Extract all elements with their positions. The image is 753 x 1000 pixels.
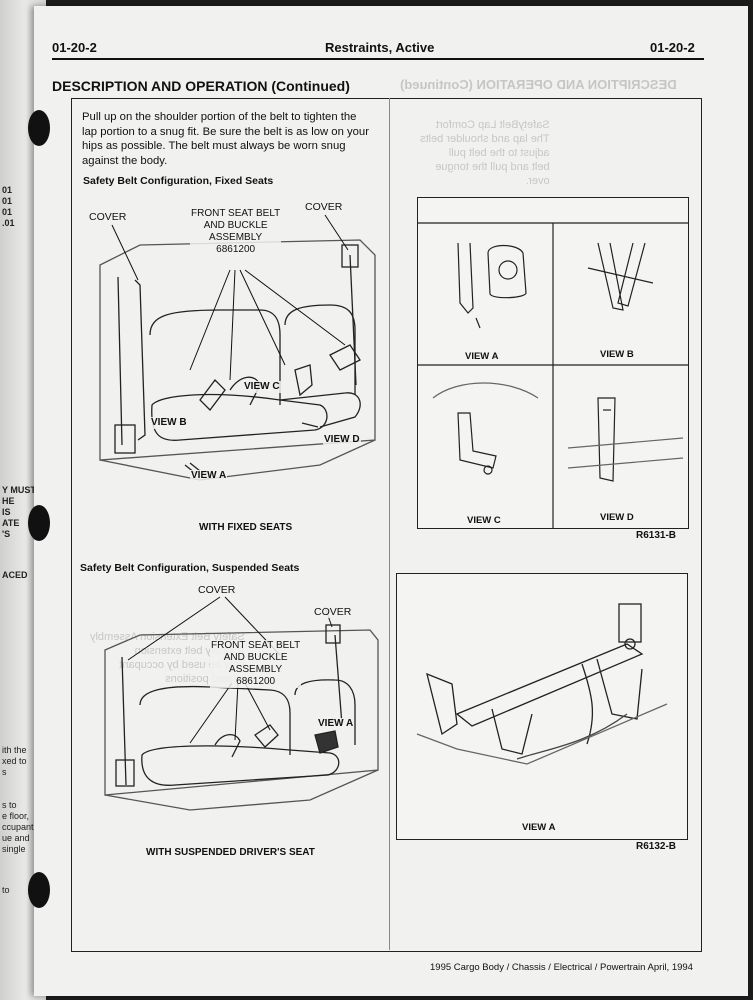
callout-view-a-suspended: VIEW A [317,718,355,730]
header-title: Restraints, Active [325,40,435,55]
view-c-caption: VIEW C [467,515,501,526]
suspended-seats-illustration [104,596,379,811]
callout-view-c: VIEW C [243,381,281,393]
content-frame [71,98,702,952]
adjacent-page-text: s to e floor, ccupant ue and single [2,800,34,854]
callout-cover-left: COVER [88,211,128,223]
binder-hole [28,872,50,908]
view-a-detail-caption: VIEW A [522,822,556,833]
callout-belt-assembly: FRONT SEAT BELT AND BUCKLE ASSEMBLY 6861… [190,208,282,256]
detail-views-drawing [418,222,688,528]
callout-belt-assembly-suspended: FRONT SEAT BELT AND BUCKLE ASSEMBLY 6861… [210,640,302,688]
callout-cover-right: COVER [304,201,344,213]
binder-hole [28,110,50,146]
page-footer: 1995 Cargo Body / Chassis / Electrical /… [430,962,693,973]
intro-paragraph: Pull up on the shoulder portion of the b… [82,111,369,167]
binder-hole [28,505,50,541]
callout-cover-top: COVER [197,584,237,596]
header-section-code: 01-20-2 [52,40,97,55]
figure-reference-r6131: R6131-B [636,530,677,541]
callout-cover-right-suspended: COVER [313,606,353,618]
figure-reference-r6132: R6132-B [636,841,677,852]
bleed-through-text: DESCRIPTION AND OPERATION (Continued) [400,77,677,92]
adjacent-page-text: to [2,885,10,895]
figure-subcaption-fixed: WITH FIXED SEATS [199,522,293,533]
figure-caption-suspended-seats: Safety Belt Configuration, Suspended Sea… [80,562,300,574]
header-rule [52,58,704,60]
view-a-caption: VIEW A [465,351,499,362]
view-b-caption: VIEW B [600,349,634,360]
callout-view-b: VIEW B [150,417,188,429]
adjacent-page-text: 01 01 01 .01 [2,185,15,228]
fixed-seats-illustration [99,214,376,481]
section-title: DESCRIPTION AND OPERATION (Continued) [52,78,350,94]
column-divider [389,98,390,950]
view-a-drawing [416,603,668,765]
header-section-code-right: 01-20-2 [650,40,695,55]
figure-subcaption-suspended: WITH SUSPENDED DRIVER'S SEAT [146,847,315,858]
adjacent-page-text: ith the xed to s [2,745,27,777]
view-a-detail-figure [396,573,688,840]
adjacent-page-text: Y MUST HE IS ATE 'S [2,485,36,539]
callout-view-a: VIEW A [190,470,228,482]
view-d-caption: VIEW D [600,512,634,523]
callout-view-d: VIEW D [323,434,361,446]
figure-caption-fixed-seats: Safety Belt Configuration, Fixed Seats [83,175,274,187]
detail-views-figure [417,197,689,529]
adjacent-page-text: ACED [2,570,28,580]
